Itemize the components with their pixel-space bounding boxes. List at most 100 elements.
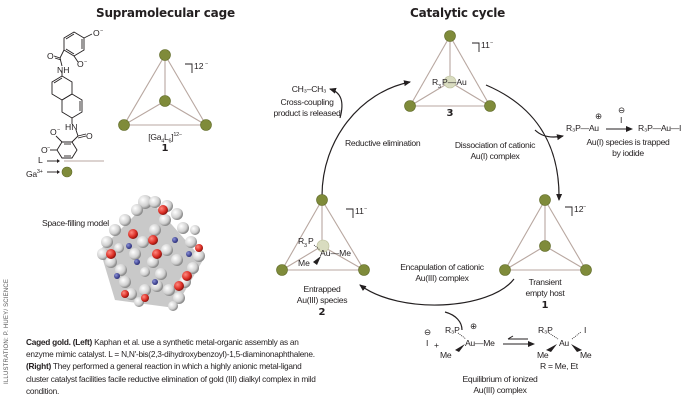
cage-1-right: 12 − bbox=[499, 194, 592, 276]
wedge-bond bbox=[313, 256, 321, 265]
cage-3: 11 − R 3 P—Au bbox=[404, 30, 496, 112]
caption-right-tag: (Right) bbox=[26, 361, 51, 372]
cage-1-right-label: Transient empty host bbox=[525, 277, 565, 298]
charge-bracket bbox=[346, 208, 354, 218]
au-guest-center bbox=[443, 75, 457, 89]
eq-iodide-charge: ⊖ bbox=[424, 327, 432, 337]
wedge-bond bbox=[455, 344, 465, 352]
svg-text:11: 11 bbox=[481, 40, 490, 50]
arrow-reductive-elimination bbox=[321, 80, 411, 197]
svg-text:Me: Me bbox=[298, 258, 310, 268]
arrow-product-release bbox=[329, 87, 343, 119]
ga-node bbox=[539, 240, 551, 252]
svg-text:3: 3 bbox=[304, 243, 307, 249]
eq-left-charge: ⊕ bbox=[470, 321, 478, 331]
compound-number-1-right: 1 bbox=[541, 300, 549, 311]
carbon-hydrogen-atoms bbox=[97, 195, 205, 311]
step-reductive-elimination: Reductive elimination bbox=[345, 138, 421, 148]
eq-right-me2: Me bbox=[580, 350, 592, 360]
eq-r-definition: R = Me, Et bbox=[540, 361, 578, 371]
eq-right-au: Au bbox=[559, 338, 569, 348]
ga-node bbox=[404, 100, 416, 112]
atom-nh: NH bbox=[57, 65, 69, 75]
atom-o-minus-4: O bbox=[41, 145, 48, 155]
product-label: Cross-coupling product is released bbox=[273, 97, 341, 118]
cage-2: 11 − R 3 P Au—Me Me bbox=[276, 194, 370, 276]
legend-ga-node bbox=[61, 166, 73, 178]
svg-text:R: R bbox=[432, 77, 438, 87]
ga-node bbox=[484, 100, 496, 112]
atom-o-carbonyl-2: O bbox=[86, 131, 93, 141]
wedge-bond bbox=[571, 344, 582, 352]
legend-ga-label: Ga3+ bbox=[26, 168, 43, 179]
svg-text:−: − bbox=[205, 61, 208, 67]
ga-node bbox=[539, 194, 551, 206]
ga-node bbox=[499, 264, 511, 276]
eq-right-me1: Me bbox=[537, 350, 549, 360]
compound-number-3: 3 bbox=[446, 108, 454, 119]
trap-product: R₃P—Au—I bbox=[638, 123, 682, 133]
ga-node bbox=[276, 264, 288, 276]
atom-o-carbonyl-1: O bbox=[47, 51, 54, 61]
trap-reactant: R₃P—Au bbox=[566, 123, 599, 133]
ga-node bbox=[580, 264, 592, 276]
svg-text:−: − bbox=[47, 145, 50, 151]
cage-formula: [Ga4L6]12− bbox=[148, 131, 182, 145]
atom-o-minus-1: O bbox=[93, 28, 100, 38]
trap-reagent-charge: ⊖ bbox=[618, 105, 626, 115]
nitrogen-atoms bbox=[114, 237, 192, 285]
ga-node bbox=[316, 194, 328, 206]
svg-text:−: − bbox=[57, 127, 60, 133]
eq-left-bonds bbox=[455, 332, 467, 352]
oxygen-atoms bbox=[106, 205, 203, 302]
svg-text:R: R bbox=[298, 236, 304, 246]
eq-right-i: I bbox=[584, 325, 587, 335]
eq-label: Equilibrium of ionized Au(III) complex bbox=[462, 374, 538, 395]
charge-bracket bbox=[185, 63, 193, 73]
ga-node bbox=[444, 30, 456, 42]
step-dissociation: Dissociation of cationic Au(I) complex bbox=[454, 140, 536, 161]
eq-plus: + bbox=[434, 340, 439, 350]
compound-number-1-left: 1 bbox=[161, 143, 169, 154]
arrow-to-trap bbox=[534, 129, 564, 141]
ga-node bbox=[159, 95, 171, 107]
space-filling-label: Space-filling model bbox=[42, 218, 109, 228]
caption-right-text: They performed a general reaction in whi… bbox=[26, 361, 316, 396]
eq-iodide: I bbox=[426, 338, 429, 348]
cage-2-label: Entrapped Au(III) species bbox=[296, 284, 348, 305]
svg-text:−: − bbox=[364, 206, 367, 212]
atom-o-minus-3: O bbox=[50, 127, 57, 137]
svg-text:−: − bbox=[583, 204, 586, 210]
arrow-dissociation bbox=[485, 84, 563, 201]
ga-node bbox=[159, 49, 171, 61]
legend-ga-arrow bbox=[47, 166, 73, 178]
cage-1-left: 12 − bbox=[118, 49, 212, 131]
product-formula: CH₃–CH₃ bbox=[291, 84, 327, 94]
compound-number-2: 2 bbox=[318, 307, 326, 318]
svg-text:P—Au: P—Au bbox=[442, 77, 467, 87]
svg-text:12: 12 bbox=[194, 61, 204, 71]
svg-text:3: 3 bbox=[438, 84, 441, 90]
atom-o-minus-2: O bbox=[77, 59, 84, 69]
space-filling-model bbox=[97, 195, 205, 311]
right-panel-title: Catalytic cycle bbox=[410, 6, 506, 20]
caption-left-text: Kaphan et al. use a synthetic metal-orga… bbox=[26, 337, 315, 360]
eq-left-me: Me bbox=[440, 350, 452, 360]
svg-text:−: − bbox=[100, 28, 103, 34]
arrow-equilibrium-feed bbox=[444, 311, 463, 331]
svg-text:11: 11 bbox=[355, 206, 364, 216]
caption-left-tag: (Left) bbox=[72, 337, 93, 347]
ga-node bbox=[118, 119, 130, 131]
ga-node bbox=[200, 119, 212, 131]
svg-text:P: P bbox=[308, 236, 314, 246]
eq-left-r3p: R₃P bbox=[445, 325, 460, 335]
step-encapsulation: Encapulation of cationic Au(III) complex bbox=[400, 262, 484, 283]
svg-text:Au—Me: Au—Me bbox=[320, 248, 351, 258]
trap-label: Au(I) species is trapped by iodide bbox=[586, 137, 670, 158]
figure-caption: Caged gold. (Left) Kaphan et al. use a s… bbox=[26, 336, 326, 397]
eq-left-au-me: Au—Me bbox=[465, 338, 495, 348]
eq-right-bonds bbox=[546, 331, 582, 352]
charge-bracket bbox=[565, 206, 573, 216]
svg-text:12: 12 bbox=[574, 204, 584, 214]
